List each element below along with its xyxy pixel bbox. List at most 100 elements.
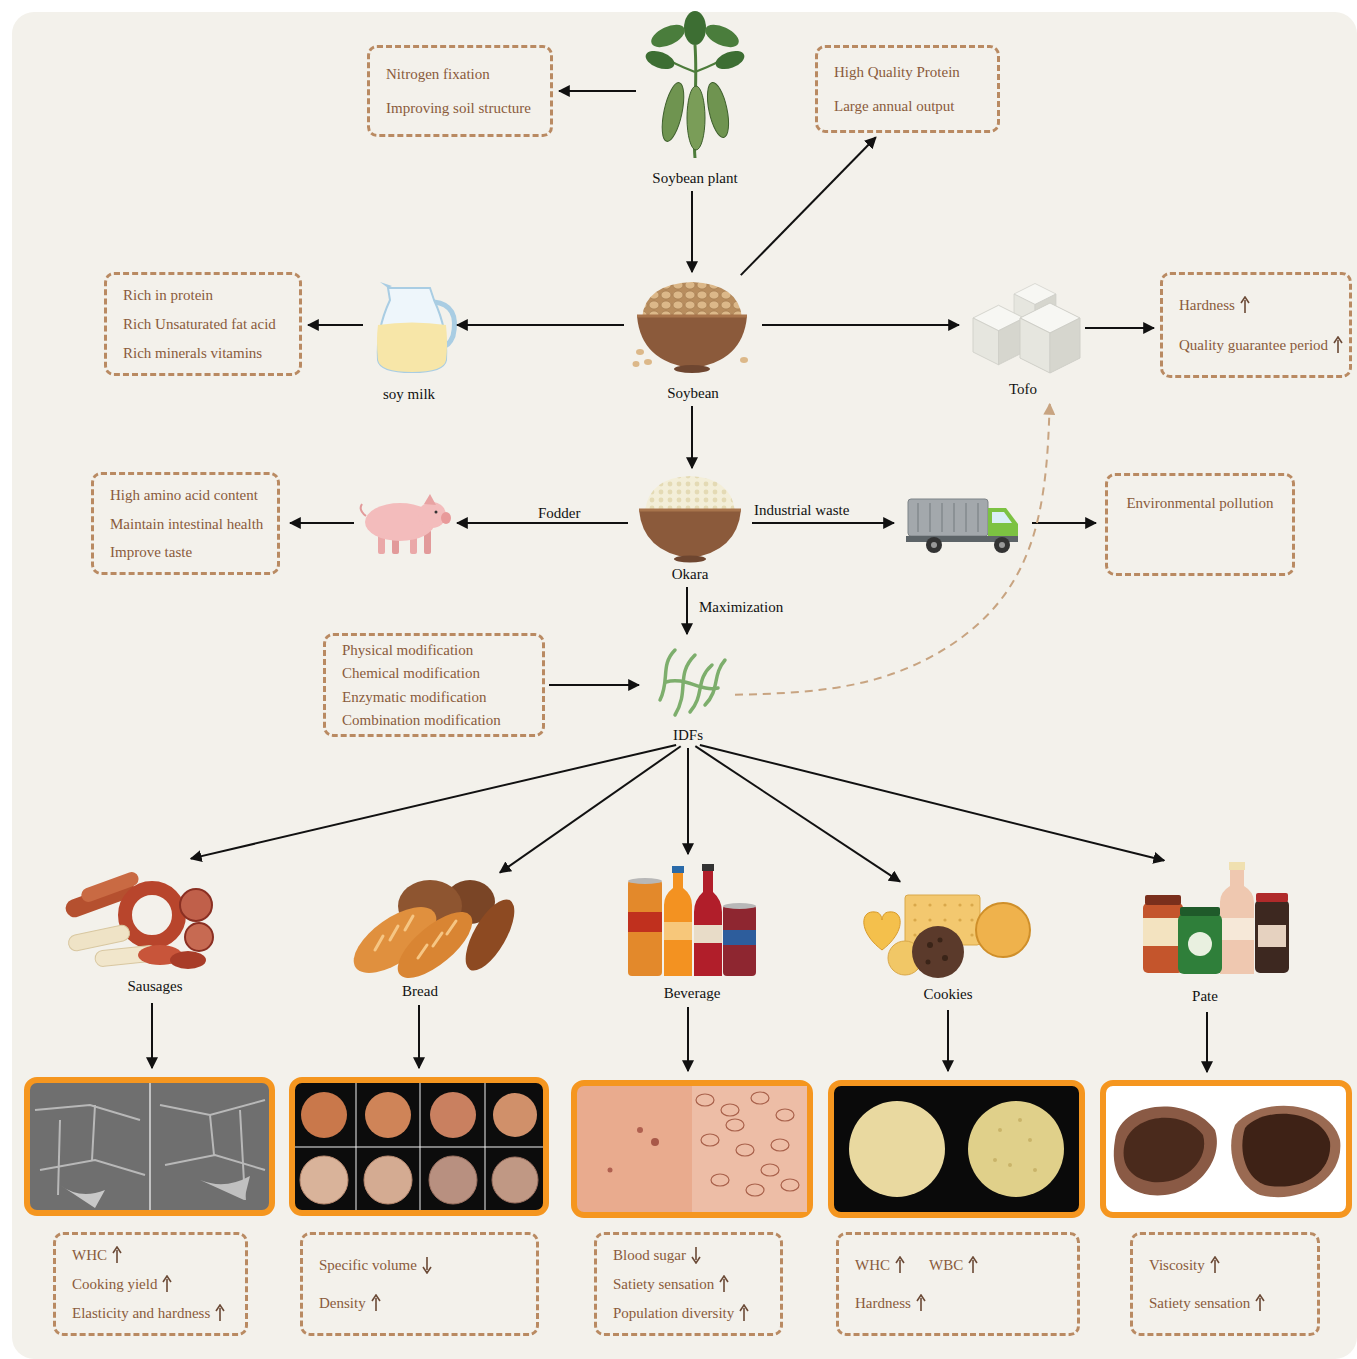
soybean-plant-icon-part <box>687 86 705 150</box>
box-text: Physical modification <box>342 641 473 659</box>
cookie-photo-part-part <box>993 1158 997 1162</box>
box-text: Hardness <box>1179 296 1235 314</box>
text-row: Nitrogen fixation <box>386 65 490 83</box>
bread-photo-part <box>430 1092 476 1138</box>
soybean-bowl-icon-part <box>740 357 748 363</box>
flow-arrow-part <box>418 1005 420 1068</box>
icon-node: Beverage <box>620 860 764 1002</box>
pig-icon-part <box>424 494 436 505</box>
text-cell: Rich in protein <box>123 286 213 304</box>
pig-icon <box>361 494 451 554</box>
bread-icon <box>343 880 524 989</box>
pig-icon-part <box>435 511 438 514</box>
garbage-truck-icon-part <box>908 499 988 536</box>
box-text: Enzymatic modification <box>342 688 487 706</box>
arrow-connector <box>191 745 676 859</box>
soybean-bowl-icon-part <box>644 359 652 365</box>
text-cell: Environmental pollution <box>1126 494 1273 512</box>
okara-bowl-icon-part <box>639 510 741 558</box>
sem-micrograph-part <box>60 1185 105 1208</box>
pate-jars-icon-part <box>1256 893 1288 902</box>
text-cell: Elasticity and hardness <box>72 1304 225 1322</box>
dashed-box: High Quality ProteinLarge annual output <box>815 45 1000 133</box>
increase-arrow <box>739 1304 749 1322</box>
box-text: Rich minerals vitamins <box>123 344 262 362</box>
box-text: Quality guarantee period <box>1179 336 1328 354</box>
pate-jars-icon-part <box>1180 907 1220 916</box>
icon-node: Cookies <box>853 885 1043 1003</box>
dashed-box: Nitrogen fixationImproving soil structur… <box>367 45 553 137</box>
cookies-icon-part-part <box>913 918 916 921</box>
arrow-glyph <box>1334 337 1342 353</box>
text-row: Satiety sensation <box>1149 1294 1265 1312</box>
soybean-plant-icon-part <box>648 20 688 52</box>
beverage-icon-part <box>628 912 662 932</box>
increase-arrow <box>968 1256 978 1274</box>
text-cell: Viscosity <box>1149 1256 1220 1274</box>
okara-bowl-icon <box>639 476 741 563</box>
text-row: Improving soil structure <box>386 99 531 117</box>
cookies-icon-part-part <box>943 918 946 921</box>
arrow-glyph <box>896 1257 904 1273</box>
text-cell: Large annual output <box>834 97 955 115</box>
garbage-truck-icon-part <box>988 508 1018 540</box>
text-cell: Pate <box>1192 987 1218 1005</box>
text-cell: Hardness <box>855 1294 926 1312</box>
cookie-photo-part-part <box>1033 1168 1037 1172</box>
cookies-icon-part <box>938 938 943 943</box>
dashed-box: Rich in proteinRich Unsaturated fat acid… <box>104 272 302 376</box>
text-cell: Maintain intestinal health <box>110 515 263 533</box>
beverage-icon-part <box>672 866 684 873</box>
arrow-glyph <box>969 1257 977 1273</box>
text-cell: Population diversity <box>613 1304 749 1322</box>
text-cell: WHC <box>72 1246 122 1264</box>
text-row: Hardness <box>1179 296 1250 314</box>
cookie-photo-part-part <box>1028 1138 1032 1142</box>
arrow-glyph <box>423 1257 431 1273</box>
garbage-truck-icon-part <box>918 503 978 532</box>
cookies-icon-part <box>942 955 948 961</box>
sem-micrograph <box>27 1080 272 1213</box>
okara-bowl-icon-part <box>645 476 735 512</box>
dashed-box: Physical modificationChemical modificati… <box>323 633 545 737</box>
bread-photo-part <box>295 1083 543 1210</box>
icon-node: soy milk <box>367 278 451 403</box>
soybean-plant-icon-part <box>684 11 706 45</box>
cookie-photo-part <box>968 1101 1064 1197</box>
box-text: Improving soil structure <box>386 99 531 117</box>
text-cell: Rich Unsaturated fat acid <box>123 315 276 333</box>
node-label: Okara <box>672 565 709 583</box>
text-row: Cooking yield <box>72 1275 172 1293</box>
soybean-plant-icon-part <box>713 47 747 72</box>
box-text: Improve taste <box>110 543 192 561</box>
tofu-icon-part <box>973 305 1024 365</box>
arrow-glyph <box>740 1305 748 1321</box>
bread-photo-part <box>364 1156 412 1204</box>
flow-arrow-part <box>1206 1012 1208 1072</box>
fibre-icon-part <box>666 681 718 689</box>
soybean-bowl-icon-part <box>636 349 644 355</box>
node-label: soy milk <box>383 385 435 403</box>
icon-node: Bread <box>335 876 505 1000</box>
soybean-plant-icon-part <box>643 47 677 72</box>
arrow-glyph <box>720 1276 728 1292</box>
beverage-micrograph-part-part <box>736 1144 754 1156</box>
box-text: Satiety sensation <box>613 1275 714 1293</box>
sem-micrograph-part <box>35 1100 265 1200</box>
increase-arrow <box>1210 1256 1220 1274</box>
pate-jars-icon <box>1143 862 1289 974</box>
arrow-glyph <box>372 1295 380 1311</box>
text-row: soy milk <box>383 385 435 403</box>
beverage-micrograph-part <box>608 1168 613 1173</box>
bread-photo-part <box>493 1093 537 1137</box>
arrow-connector <box>457 324 624 326</box>
text-row: Okara <box>672 565 709 583</box>
increase-arrow <box>215 1304 225 1322</box>
text-row: Satiety sensation <box>613 1275 729 1293</box>
pate-jars-icon-part <box>1220 918 1254 940</box>
text-cell: soy milk <box>383 385 435 403</box>
soybean-plant-icon-part <box>703 81 732 140</box>
text-row: Sausages <box>128 977 183 995</box>
node-label: Beverage <box>664 984 721 1002</box>
text-row: Viscosity <box>1149 1256 1220 1274</box>
